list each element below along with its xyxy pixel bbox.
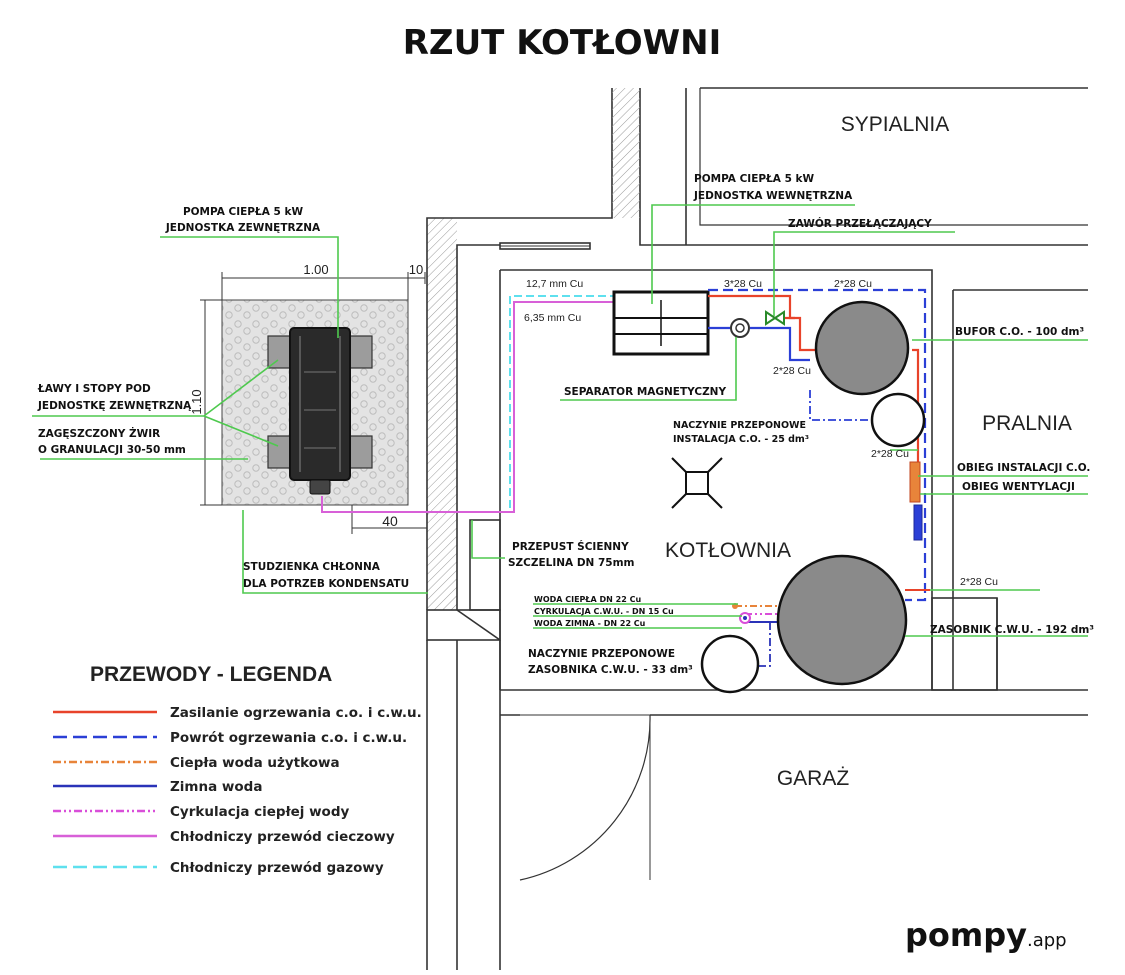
circuit-vent-label: OBIEG WENTYLACJI bbox=[962, 481, 1075, 493]
switch-valve bbox=[765, 310, 785, 326]
pipe-2x28-top-label: 2*28 Cu bbox=[834, 278, 872, 290]
indoor-unit bbox=[612, 290, 710, 356]
room-garage: GARAŻ bbox=[777, 767, 850, 790]
refrigerant-lines bbox=[321, 295, 614, 513]
exp-co-label-1: NACZYNIE PRZEPONOWE bbox=[673, 420, 806, 431]
legend-label-5: Chłodniczy przewód cieczowy bbox=[170, 829, 395, 845]
walls bbox=[426, 87, 1088, 970]
foundations-label-2: JEDNOSTKĘ ZEWNĘTRZNĄ bbox=[37, 400, 192, 412]
legend-label-6: Chłodniczy przewód gazowy bbox=[170, 860, 384, 876]
brand-logo: pompy.app bbox=[905, 916, 1067, 954]
pipe-2x28-mid-label: 2*28 Cu bbox=[773, 365, 811, 377]
passage-label-2: SZCZELINA DN 75mm bbox=[508, 557, 635, 569]
room-laundry: PRALNIA bbox=[982, 412, 1072, 435]
buffer-tank bbox=[814, 300, 910, 396]
legend-title: PRZEWODY - LEGENDA bbox=[90, 663, 332, 686]
foundations-label-1: ŁAWY I STOPY POD bbox=[37, 383, 151, 395]
legend-label-4: Cyrkulacja ciepłej wody bbox=[170, 804, 349, 820]
circuit-co-label: OBIEG INSTALACJI C.O. bbox=[957, 462, 1090, 474]
pipe-127-label: 12,7 mm Cu bbox=[526, 278, 583, 290]
exp-dhw-label-2: ZASOBNIKA C.W.U. - 33 dm³ bbox=[528, 664, 693, 676]
legend-label-0: Zasilanie ogrzewania c.o. i c.w.u. bbox=[170, 705, 422, 721]
outdoor-unit bbox=[289, 327, 351, 481]
dim-width: 1.00 bbox=[303, 262, 328, 277]
hot-water-label: WODA CIEPŁA DN 22 Cu bbox=[534, 595, 641, 604]
legend: PRZEWODY - LEGENDA Zasilanie ogrzewania … bbox=[53, 663, 422, 876]
svg-text:pompy.app: pompy.app bbox=[905, 916, 1067, 954]
brand-suffix: .app bbox=[1027, 930, 1067, 951]
gravel-label-1: ZAGĘSZCZONY ŻWIR bbox=[38, 426, 160, 440]
expansion-vessel-co bbox=[870, 392, 926, 448]
outdoor-unit-label-1: POMPA CIEPŁA 5 kW bbox=[183, 206, 304, 218]
liquid-line bbox=[321, 301, 614, 513]
room-boiler: KOTŁOWNIA bbox=[665, 539, 791, 562]
room-labels: SYPIALNIA PRALNIA KOTŁOWNIA GARAŻ bbox=[665, 113, 1072, 790]
outdoor-unit-label-2: JEDNOSTKA ZEWNĘTRZNA bbox=[165, 222, 321, 234]
pipe-3x28-label: 3*28 Cu bbox=[724, 278, 762, 290]
passage-label-1: PRZEPUST ŚCIENNY bbox=[512, 540, 629, 553]
dim-height: 1.10 bbox=[189, 389, 204, 414]
legend-label-1: Powrót ogrzewania c.o. i c.w.u. bbox=[170, 730, 407, 746]
buffer-label: BUFOR C.O. - 100 dm³ bbox=[955, 326, 1084, 338]
well-label-1: STUDZIENKA CHŁONNA bbox=[243, 561, 381, 573]
expansion-vessel-dhw bbox=[700, 634, 760, 694]
room-bedroom: SYPIALNIA bbox=[841, 113, 950, 136]
legend-label-2: Ciepła woda użytkowa bbox=[170, 755, 340, 771]
dim-offset: 40 bbox=[382, 513, 398, 529]
cold-water-label: WODA ZIMNA - DN 22 Cu bbox=[534, 619, 646, 628]
dhw-tank bbox=[776, 554, 908, 686]
exp-co-label-2: INSTALACJA C.O. - 25 dm³ bbox=[673, 434, 809, 445]
tank-label: ZASOBNIK C.W.U. - 192 dm³ bbox=[930, 624, 1094, 636]
pipe-2x28-small-label: 2*28 Cu bbox=[871, 448, 909, 460]
circulation-label: CYRKULACJA C.W.U. - DN 15 Cu bbox=[534, 607, 674, 616]
indoor-unit-label-2: JEDNOSTKA WEWNĘTRZNA bbox=[693, 190, 853, 202]
page-title: RZUT KOTŁOWNI bbox=[403, 23, 722, 63]
switch-valve-label: ZAWÓR PRZEŁĄCZAJĄCY bbox=[788, 217, 932, 230]
exp-dhw-label-1: NACZYNIE PRZEPONOWE bbox=[528, 648, 675, 660]
leader-lines bbox=[32, 204, 1088, 637]
dim-gap: 10 bbox=[409, 262, 423, 277]
well-label-2: DLA POTRZEB KONDENSATU bbox=[243, 578, 409, 590]
gas-line bbox=[509, 295, 614, 508]
pipe-635-label: 6,35 mm Cu bbox=[524, 312, 581, 324]
legend-label-3: Zimna woda bbox=[170, 779, 262, 795]
gravel-label-2: O GRANULACJI 30-50 mm bbox=[38, 444, 186, 456]
floor-drain-icon bbox=[671, 457, 723, 509]
separator-label: SEPARATOR MAGNETYCZNY bbox=[564, 386, 726, 398]
brand-name: pompy bbox=[905, 916, 1027, 954]
pipe-2x28-bottom-label: 2*28 Cu bbox=[960, 576, 998, 588]
indoor-unit-label-1: POMPA CIEPŁA 5 kW bbox=[694, 173, 815, 185]
outdoor-unit-area: 1.00 10 1.10 40 bbox=[189, 262, 427, 534]
